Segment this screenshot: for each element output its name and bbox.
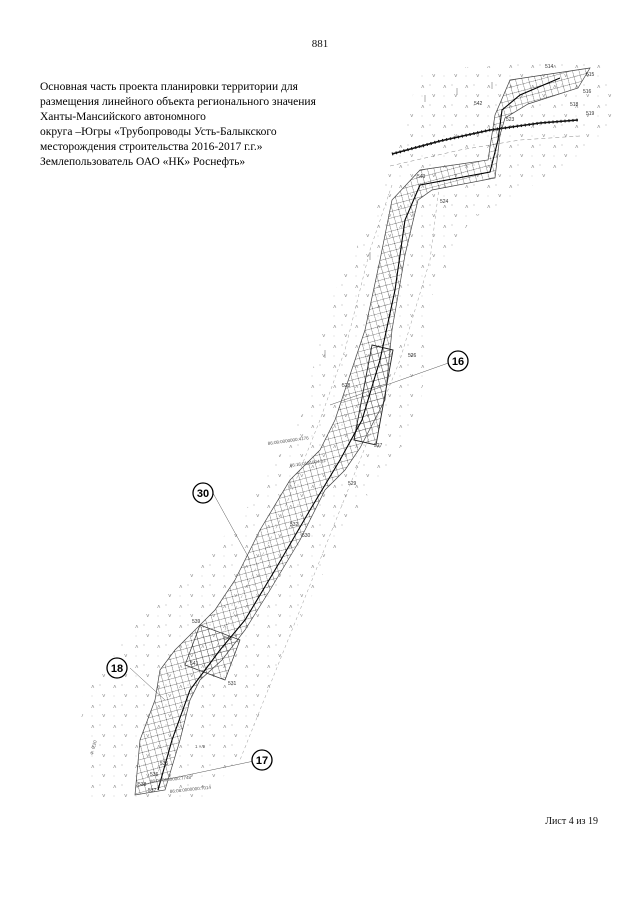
title-line: округа –Югры «Трубопроводы Усть-Балыкско… xyxy=(40,126,277,138)
svg-text:516: 516 xyxy=(583,89,592,95)
svg-text:540: 540 xyxy=(224,636,233,642)
svg-text:30: 30 xyxy=(197,488,209,500)
point-labels: 514 515 516 518 519 523 524 526 527 528 … xyxy=(138,64,595,794)
page-number: 881 xyxy=(311,38,329,50)
svg-text:Ф. 0,20: Ф. 0,20 xyxy=(89,739,98,755)
title-line: размещения линейного объекта регионально… xyxy=(40,96,316,108)
leader-line xyxy=(329,360,455,406)
svg-text:527: 527 xyxy=(374,443,383,449)
svg-text:17: 17 xyxy=(256,755,268,767)
svg-text:514: 514 xyxy=(545,64,554,70)
thin-boundary xyxy=(389,135,581,167)
svg-text:86:08:0000000:7748: 86:08:0000000:7748 xyxy=(150,775,192,784)
svg-text:531: 531 xyxy=(228,681,237,687)
leader-line xyxy=(139,760,255,786)
leader-line xyxy=(129,667,166,701)
svg-text:86:08:0000000:4176: 86:08:0000000:4176 xyxy=(267,435,309,446)
svg-text:536: 536 xyxy=(150,772,159,778)
svg-text:528: 528 xyxy=(342,383,351,389)
svg-text:530: 530 xyxy=(302,533,311,539)
svg-text:543: 543 xyxy=(417,174,426,180)
svg-text:526: 526 xyxy=(408,353,417,359)
svg-text:18: 18 xyxy=(111,663,123,675)
svg-text:541: 541 xyxy=(190,661,199,667)
svg-text:86:08:0000000:7014: 86:08:0000000:7014 xyxy=(170,785,212,794)
svg-text:537: 537 xyxy=(148,788,157,794)
site-block xyxy=(184,624,241,681)
circle-label-18: 18 xyxy=(106,657,128,679)
document-title: Основная часть проекта планировки террит… xyxy=(40,80,370,170)
svg-text:1 × 9: 1 × 9 xyxy=(195,744,206,749)
title-line: Ханты-Мансийского автономного xyxy=(40,111,206,123)
dashed-boundary xyxy=(239,179,441,761)
svg-text:519: 519 xyxy=(586,111,595,117)
site-block xyxy=(353,344,394,446)
cadastral-labels: 86:08:0000000:4176 86:16:0101004:12 86:0… xyxy=(89,435,326,794)
title-line: Основная часть проекта планировки террит… xyxy=(40,81,298,93)
svg-text:535: 535 xyxy=(160,761,169,767)
circle-label-16: 16 xyxy=(447,350,469,372)
svg-text:16: 16 xyxy=(452,356,464,368)
circle-label-17: 17 xyxy=(251,749,273,771)
svg-text:542: 542 xyxy=(474,101,483,107)
svg-text:539: 539 xyxy=(192,619,201,625)
svg-text:518: 518 xyxy=(570,102,579,108)
pipeline-axis xyxy=(157,77,561,791)
svg-text:86:16:0101004:12: 86:16:0101004:12 xyxy=(289,458,326,468)
survey-marks xyxy=(289,82,493,488)
svg-text:529: 529 xyxy=(348,481,357,487)
title-line: Землепользователь ОАО «НК» Роснефть» xyxy=(40,156,246,168)
svg-text:523: 523 xyxy=(506,117,515,123)
circle-label-30: 30 xyxy=(192,482,214,504)
sheet-label: Лист 4 из 19 xyxy=(545,816,598,827)
svg-text:538: 538 xyxy=(138,782,147,788)
title-line: месторождения строительства 2016-2017 г.… xyxy=(40,141,263,153)
svg-text:532: 532 xyxy=(290,522,299,528)
svg-text:524: 524 xyxy=(440,199,449,205)
leader-line xyxy=(212,492,251,561)
road-ticks xyxy=(391,118,579,156)
svg-text:515: 515 xyxy=(586,72,595,78)
